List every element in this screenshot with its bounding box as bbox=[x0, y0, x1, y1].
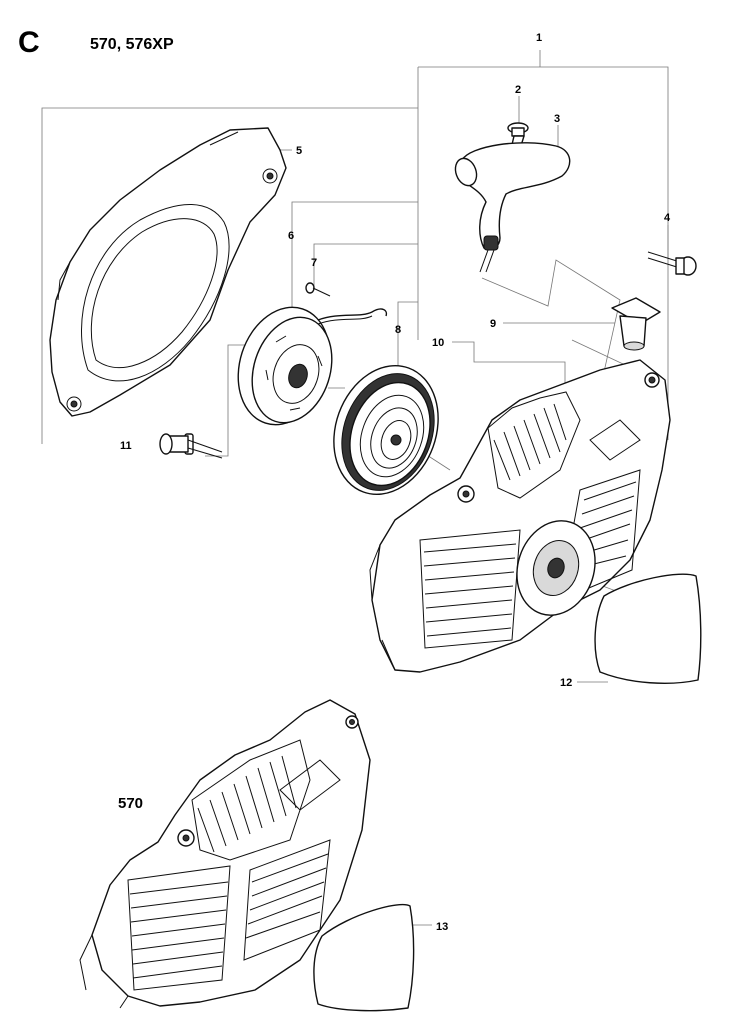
starter-cover-plate bbox=[49, 127, 287, 417]
starter-housing-570 bbox=[79, 699, 371, 1009]
starter-housing-576xp bbox=[369, 359, 671, 673]
screw-11 bbox=[159, 433, 223, 459]
leader-lines bbox=[41, 50, 669, 926]
callout-6: 6 bbox=[288, 230, 294, 242]
screw-4 bbox=[647, 251, 697, 276]
callout-5: 5 bbox=[296, 145, 302, 157]
starter-pulley bbox=[237, 306, 388, 426]
callout-13: 13 bbox=[436, 921, 448, 933]
rope-guide bbox=[611, 297, 661, 351]
callout-7: 7 bbox=[311, 257, 317, 269]
callout-3: 3 bbox=[554, 113, 560, 125]
callout-9: 9 bbox=[490, 318, 496, 330]
callout-12: 12 bbox=[560, 677, 572, 689]
recoil-spring bbox=[333, 364, 439, 496]
starter-handle bbox=[454, 142, 571, 273]
callout-10: 10 bbox=[432, 337, 444, 349]
variant-label-570: 570 bbox=[118, 795, 143, 812]
callout-1: 1 bbox=[536, 32, 542, 44]
decal-13 bbox=[313, 904, 415, 1012]
decal-12 bbox=[594, 573, 702, 684]
model-numbers: 570, 576XP bbox=[90, 36, 174, 53]
screw-7 bbox=[305, 282, 331, 297]
callout-8: 8 bbox=[395, 324, 401, 336]
callout-11: 11 bbox=[120, 440, 132, 452]
callout-2: 2 bbox=[515, 84, 521, 96]
callout-4: 4 bbox=[664, 212, 671, 224]
section-letter: C bbox=[18, 26, 40, 59]
